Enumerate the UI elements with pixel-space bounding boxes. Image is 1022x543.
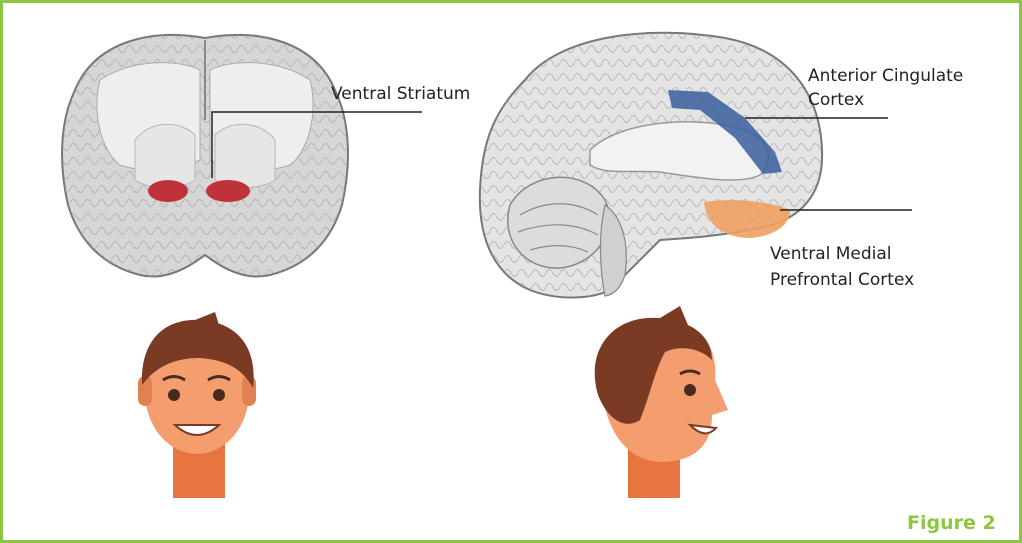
ventral-striatum-right-region bbox=[206, 180, 250, 202]
vmpfc-label-line1: Ventral Medial bbox=[770, 242, 892, 266]
vmpfc-label-line2: Prefrontal Cortex bbox=[770, 268, 914, 292]
anterior-cingulate-label-line2: Cortex bbox=[808, 88, 864, 112]
figure-caption: Figure 2 bbox=[907, 512, 996, 534]
ventral-striatum-left-region bbox=[148, 180, 188, 202]
ventral-striatum-label: Ventral Striatum bbox=[331, 82, 470, 106]
front-face-icon bbox=[138, 312, 256, 498]
anterior-cingulate-label-line1: Anterior Cingulate bbox=[808, 64, 963, 88]
coronal-brain-slice bbox=[62, 35, 348, 277]
profile-face-icon bbox=[595, 306, 728, 498]
